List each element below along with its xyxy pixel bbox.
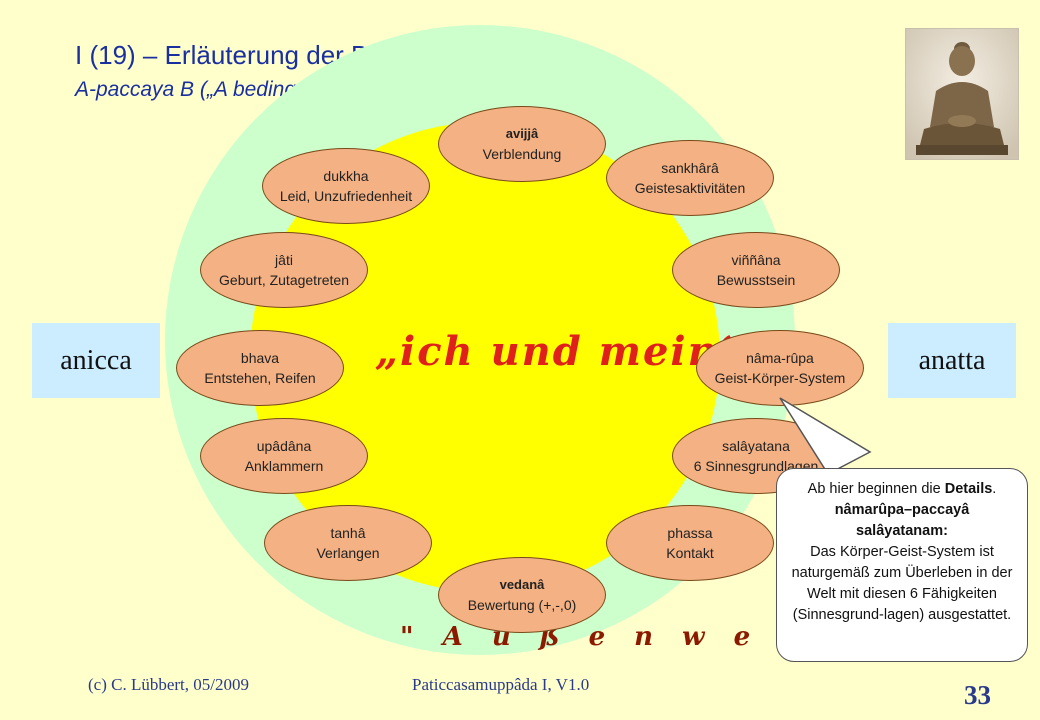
footer-copyright: (c) C. Lübbert, 05/2009 [88,675,249,694]
node-term: sankhârâ [661,160,719,176]
node-nama-rupa: nâma-rûpa Geist-Körper-System [696,330,864,406]
node-sankhara: sankhârâ Geistesaktivitäten [606,140,774,216]
node-term: avijjâ [505,126,539,141]
callout-details: Details [944,481,993,497]
node-term: jâti [275,252,293,268]
node-term: salâyatana [722,438,790,454]
node-meaning: Entstehen, Reifen [204,370,316,386]
footer-course: Paticcasamuppâda I, V1.0 [412,675,590,694]
node-meaning: Bewertung (+,-,0) [467,597,577,613]
node-meaning: Leid, Unzufriedenheit [279,188,413,204]
node-phassa: phassa Kontakt [606,505,774,581]
node-meaning: Anklammern [244,458,324,474]
node-upadana: upâdâna Anklammern [200,418,368,494]
node-jati: jâti Geburt, Zutagetreten [200,232,368,308]
node-meaning: Verlangen [316,545,380,561]
node-meaning: Geistesaktivitäten [634,180,746,196]
callout-prefix: Ab hier beginnen die [807,481,945,497]
details-callout: Ab hier beginnen die Details. nâmarûpa–p… [776,468,1028,662]
node-tanha: tanhâ Verlangen [264,505,432,581]
page-number: 33 [964,680,991,710]
anatta-box: anatta [888,323,1016,398]
node-avijja: avijjâ Verblendung [438,106,606,182]
node-term: viññâna [731,252,781,268]
anicca-box: anicca [32,323,160,398]
callout-pointer [779,397,872,475]
node-meaning: Geist-Körper-System [714,370,846,386]
node-meaning: Geburt, Zutagetreten [219,272,349,288]
node-meaning: Verblendung [482,146,562,162]
anatta-label: anatta [918,344,986,376]
node-vedana: vedanâ Bewertung (+,-,0) [438,557,606,633]
buddha-statue-icon [906,29,1018,159]
node-meaning: Bewusstsein [716,272,796,288]
node-term: bhava [240,350,280,366]
callout-heading: nâmarûpa–paccayâ salâyatanam: [834,502,970,539]
slide-subtitle: A-paccaya B („A bedingt B“) [75,78,336,101]
callout-body: Das Körper-Geist-System ist naturgemäß z… [791,544,1013,623]
callout-suffix: . [992,481,997,497]
node-term: upâdâna [256,438,312,454]
node-bhava: bhava Entstehen, Reifen [176,330,344,406]
node-vinnana: viññâna Bewusstsein [672,232,840,308]
node-term: dukkha [323,168,369,184]
node-term: tanhâ [330,525,366,541]
node-meaning: Kontakt [666,545,714,561]
node-term: vedanâ [499,577,545,592]
node-term: phassa [667,525,713,541]
node-dukkha: dukkha Leid, Unzufriedenheit [262,148,430,224]
buddha-statue-image [905,28,1019,160]
node-term: nâma-rûpa [746,350,814,366]
ich-und-mein-text: „ich und mein“ [375,328,744,375]
callout-line1: Ab hier beginnen die Details. [791,479,1013,500]
anicca-label: anicca [60,344,132,376]
